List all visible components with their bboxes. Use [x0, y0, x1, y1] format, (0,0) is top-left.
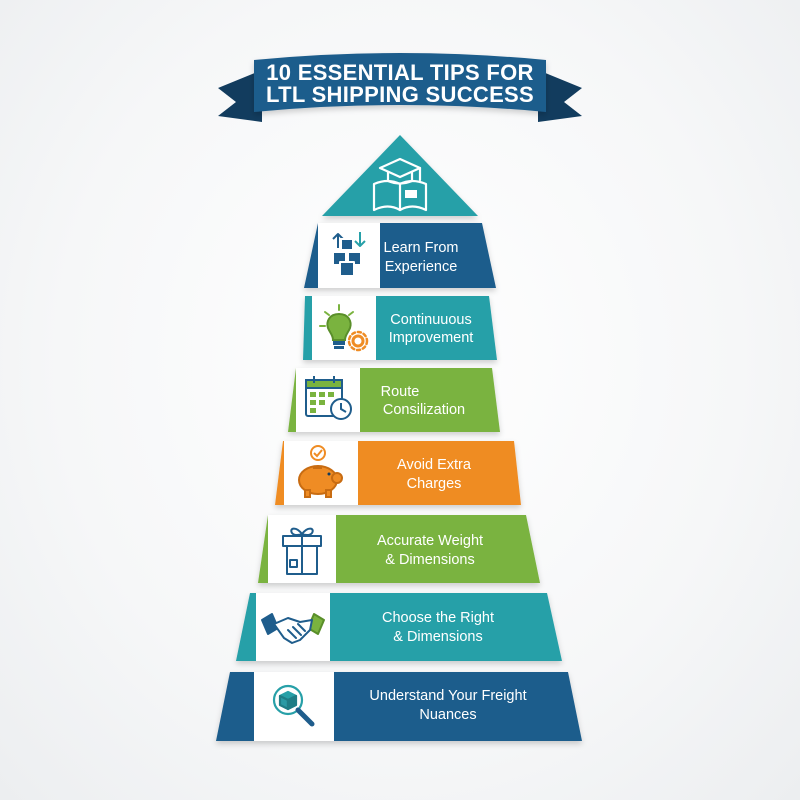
apex-triangle — [322, 135, 478, 216]
tier-6-label-line2: & Dimensions — [393, 629, 482, 645]
calendar-clock-icon — [305, 376, 352, 420]
lightbulb-gear-icon — [319, 304, 369, 352]
tier-2-label-line1: Continuuous — [390, 312, 471, 328]
magnifier-box-icon — [272, 684, 315, 727]
handshake-icon — [261, 613, 325, 644]
banner-left-tail — [218, 70, 262, 122]
gift-box-icon — [282, 527, 322, 575]
banner-title-line2: LTL SHIPPING SUCCESS — [266, 82, 534, 107]
tier-2: Continuuous Improvement — [303, 296, 497, 360]
tier-3: Route Consilization — [288, 368, 500, 432]
tier-1-label-line1: Learn From — [384, 240, 459, 256]
boxes-arrows-icon — [332, 232, 366, 277]
banner-title-line1: 10 ESSENTIAL TIPS FOR — [266, 60, 534, 85]
tier-4-label-line2: Charges — [407, 476, 462, 492]
tier-5-label-line1: Accurate Weight — [377, 533, 483, 549]
tier-6-label-line1: Choose the Right — [382, 610, 494, 626]
tier-7: Understand Your Freight Nuances — [216, 672, 582, 741]
tier-1-label-line2: Experience — [385, 259, 458, 275]
pyramid-apex — [322, 135, 478, 216]
tier-6: Choose the Right & Dimensions — [236, 593, 562, 661]
banner-body — [254, 53, 546, 112]
tier-2-label-line2: Improvement — [389, 330, 474, 346]
tier-4-label-line1: Avoid Extra — [397, 457, 472, 473]
tier-3-label-line2: Consilization — [383, 402, 465, 418]
tier-1: Learn From Experience — [304, 223, 496, 288]
tier-5-label-line2: & Dimensions — [385, 552, 474, 568]
tier-5: Accurate Weight & Dimensions — [258, 515, 540, 583]
tier-7-label-line2: Nuances — [419, 707, 476, 723]
title-banner: 10 ESSENTIAL TIPS FOR LTL SHIPPING SUCCE… — [218, 53, 582, 122]
banner-right-tail — [538, 70, 582, 122]
tier-3-label-line1: Route — [381, 384, 420, 400]
tier-7-label-line1: Understand Your Freight — [369, 688, 526, 704]
piggy-bank-icon — [298, 445, 343, 498]
graduation-book-icon — [372, 157, 428, 212]
tier-4: Avoid Extra Charges — [275, 441, 521, 505]
